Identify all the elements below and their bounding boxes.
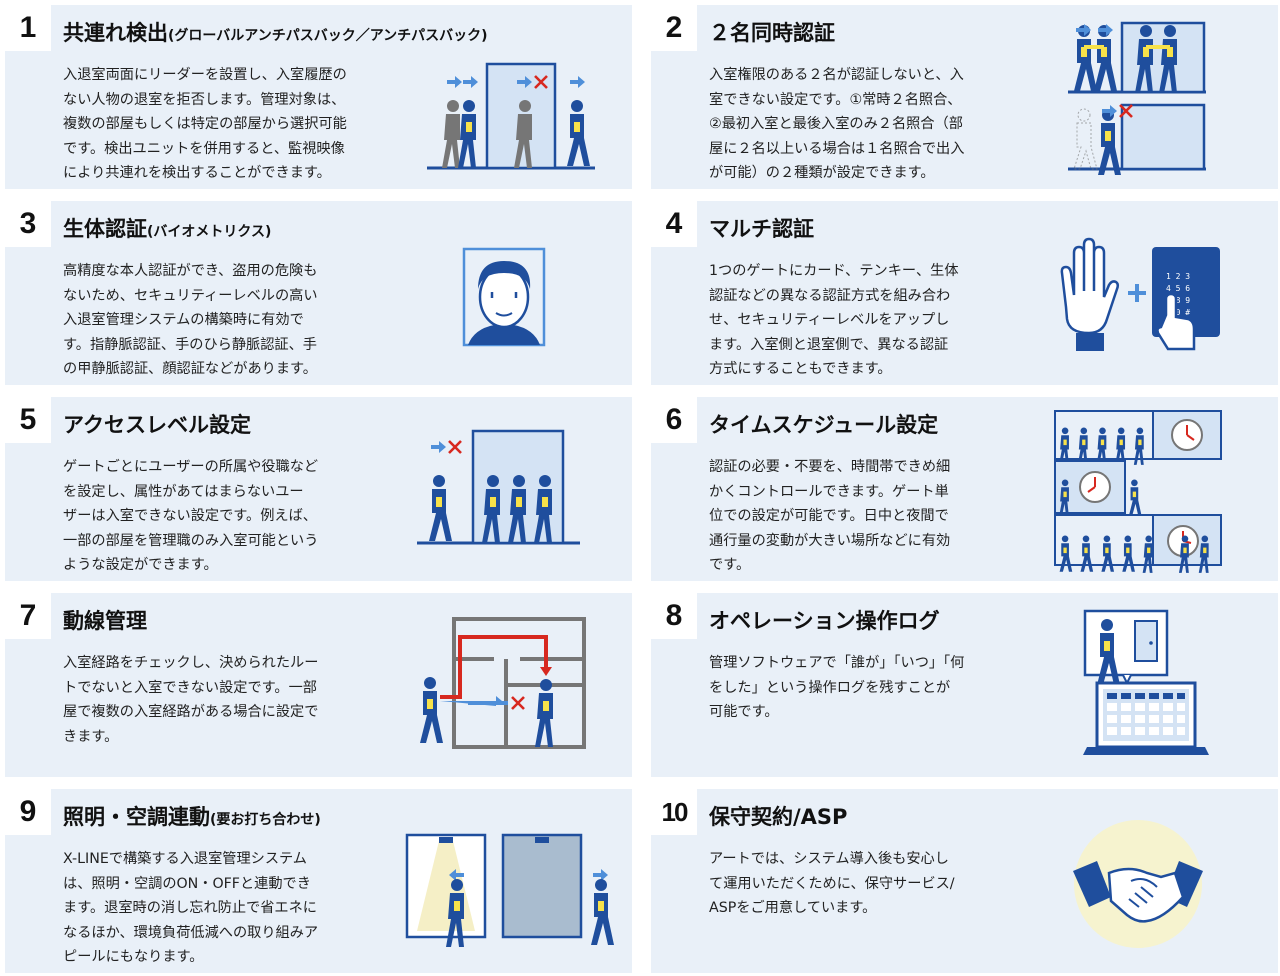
card-body: 入室権限のある２名が認証しないと、入 室できない設定です。①常時２名照合、 ②最…: [709, 67, 965, 181]
lighting-linkage-icon: [405, 833, 614, 947]
svg-text:7 8 9: 7 8 9: [1166, 296, 1190, 305]
card-body: ゲートごとにユーザーの所属や役職など を設定し、属性があてはまらないユー ザーは…: [63, 459, 319, 573]
card-title: マルチ認証: [709, 213, 814, 243]
card-title: 保守契約/ASP: [709, 801, 847, 831]
feature-card-3: 3 生体認証(バイオメトリクス) 高精度な本人認証ができ、盗用の危険も ないため…: [5, 201, 632, 385]
card-title-main: 照明・空調連動: [63, 805, 210, 829]
card-number: 1: [5, 5, 51, 51]
card-title: アクセスレベル設定: [63, 409, 251, 439]
card-title-main: 保守契約/ASP: [709, 805, 848, 829]
lighting-hvac-illustration: [405, 833, 620, 947]
card-body: X-LINEで構築する入退室管理システム は、照明・空調のON・OFFと連動でき…: [63, 851, 319, 965]
card-title-main: ２名同時認証: [709, 21, 835, 45]
card-number: 7: [5, 593, 51, 639]
feature-card-4: 4 マルチ認証 1つのゲートにカード、テンキー、生体 認証などの異なる認証方式を…: [651, 201, 1278, 385]
card-body: 入室経路をチェックし、決められたルー トでないと入室できない設定です。一部 屋で…: [63, 655, 319, 745]
card-title-main: オペレーション操作ログ: [709, 609, 940, 633]
feature-card-5: 5 アクセスレベル設定 ゲートごとにユーザーの所属や役職など を設定し、属性があ…: [5, 397, 632, 581]
card-title-sub: (要お打ち合わせ): [210, 812, 321, 828]
card-number: 3: [5, 201, 51, 247]
card-title-sub: (バイオメトリクス): [147, 224, 272, 240]
card-body: 高精度な本人認証ができ、盗用の危険も ないため、セキュリティーレベルの高い 入退…: [63, 263, 318, 377]
card-number: 5: [5, 397, 51, 443]
card-number: 9: [5, 789, 51, 835]
face-recognition-illustration: [462, 247, 546, 347]
access-level-illustration: [415, 427, 585, 552]
card-number: 2: [651, 5, 697, 51]
card-title: オペレーション操作ログ: [709, 605, 940, 635]
card-title: 生体認証(バイオメトリクス): [63, 213, 271, 243]
card-title-main: アクセスレベル設定: [63, 413, 251, 437]
time-schedule-illustration: [1053, 409, 1225, 573]
card-title: ２名同時認証: [709, 17, 835, 47]
access-level-icon: [417, 429, 580, 545]
svg-text:1 2 3: 1 2 3: [1166, 272, 1190, 281]
tailgating-detection-icon: [427, 62, 595, 170]
tailgating-detection-illustration: [425, 60, 605, 175]
handshake-illustration: [1071, 817, 1206, 952]
card-title-sub: (グローバルアンチパスバック／アンチパスバック): [168, 28, 488, 44]
card-title: タイムスケジュール設定: [709, 409, 938, 439]
card-number: 10: [651, 789, 697, 835]
card-body: アートでは、システム導入後も安心し て運用いただくために、保守サービス/ ASP…: [709, 851, 955, 916]
card-number: 4: [651, 201, 697, 247]
operation-log-illustration: [1083, 607, 1213, 767]
card-title-main: 動線管理: [63, 609, 147, 633]
handshake-icon: [1073, 820, 1203, 948]
route-map-icon: [420, 617, 586, 749]
card-title-main: 共連れ検出: [63, 21, 168, 45]
card-title: 共連れ検出(グローバルアンチパスバック／アンチパスバック): [63, 17, 488, 47]
card-body: 入退室両面にリーダーを設置し、入室履歴の ない人物の退室を拒否します。管理対象は…: [63, 67, 347, 181]
feature-card-6: 6 タイムスケジュール設定 認証の必要・不要を、時間帯できめ細 かくコントロール…: [651, 397, 1278, 581]
card-title-main: タイムスケジュール設定: [709, 413, 939, 437]
hand-plus-keypad-icon: 1 2 3 4 5 6 7 8 9 * 0 #: [1060, 237, 1220, 351]
two-person-auth-icon: [1068, 21, 1206, 175]
route-management-illustration: [410, 615, 590, 755]
card-title-main: マルチ認証: [709, 217, 814, 241]
feature-card-2: 2 ２名同時認証 入室権限のある２名が認証しないと、入 室できない設定です。①常…: [651, 5, 1278, 189]
laptop-log-icon: [1083, 609, 1209, 755]
multi-authentication-illustration: 1 2 3 4 5 6 7 8 9 * 0 #: [1056, 237, 1226, 357]
svg-text:* 0 #: * 0 #: [1166, 308, 1190, 317]
feature-card-8: 8 オペレーション操作ログ 管理ソフトウェアで「誰が」「いつ」「何 をした」とい…: [651, 593, 1278, 777]
card-body: 認証の必要・不要を、時間帯できめ細 かくコントロールできます。ゲート単 位での設…: [709, 459, 951, 573]
card-number: 8: [651, 593, 697, 639]
card-body: 1つのゲートにカード、テンキー、生体 認証などの異なる認証方式を組み合わ せ、セ…: [709, 263, 959, 377]
feature-card-1: 1 共連れ検出(グローバルアンチパスバック／アンチパスバック) 入退室両面にリー…: [5, 5, 632, 189]
face-icon: [462, 247, 546, 347]
card-title: 動線管理: [63, 605, 147, 635]
card-body: 管理ソフトウェアで「誰が」「いつ」「何 をした」という操作ログを残すことが 可能…: [709, 655, 965, 720]
card-title-main: 生体認証: [63, 217, 147, 241]
feature-card-9: 9 照明・空調連動(要お打ち合わせ) X-LINEで構築する入退室管理システム …: [5, 789, 632, 973]
card-number: 6: [651, 397, 697, 443]
feature-card-7: 7 動線管理 入室経路をチェックし、決められたルー トでないと入室できない設定で…: [5, 593, 632, 777]
card-title: 照明・空調連動(要お打ち合わせ): [63, 801, 321, 831]
time-schedule-icon: [1054, 410, 1222, 573]
svg-text:4 5 6: 4 5 6: [1166, 284, 1190, 293]
two-person-authentication-illustration: [1066, 17, 1216, 177]
feature-card-10: 10 保守契約/ASP アートでは、システム導入後も安心し て運用いただくために…: [651, 789, 1278, 973]
